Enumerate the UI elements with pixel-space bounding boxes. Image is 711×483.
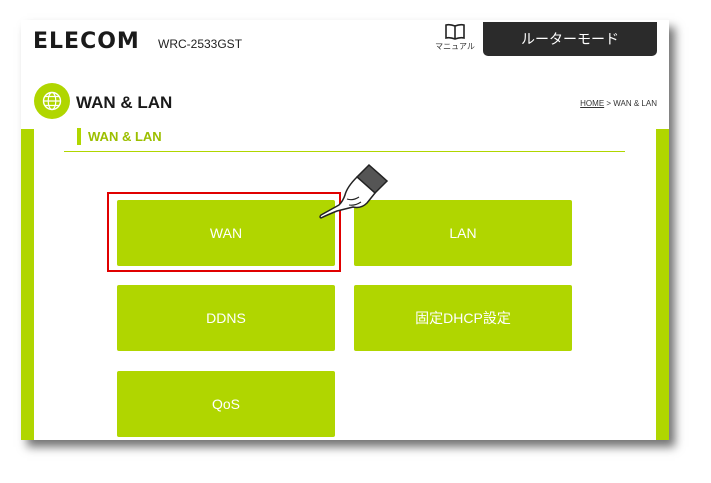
section-title: WAN & LAN <box>77 128 162 145</box>
router-mode-button[interactable]: ルーターモード <box>483 22 657 56</box>
lan-button[interactable]: LAN <box>354 200 572 266</box>
right-accent-bar <box>656 129 669 440</box>
book-icon <box>445 23 465 40</box>
brand-logo: ELECOM <box>33 29 140 54</box>
breadcrumb-home-link[interactable]: HOME <box>580 99 605 108</box>
globe-icon <box>34 83 70 119</box>
left-accent-bar <box>21 129 34 440</box>
breadcrumb-separator: > <box>604 99 614 108</box>
static-dhcp-button[interactable]: 固定DHCP設定 <box>354 285 572 351</box>
header: ELECOM WRC-2533GST マニュアル ルーターモード <box>21 20 669 70</box>
page-header: WAN & LAN HOME > WAN & LAN <box>21 72 669 127</box>
page-title: WAN & LAN <box>76 93 173 112</box>
breadcrumb-current: WAN & LAN <box>613 99 657 108</box>
model-name: WRC-2533GST <box>158 37 243 51</box>
qos-button[interactable]: QoS <box>117 371 335 437</box>
ddns-button[interactable]: DDNS <box>117 285 335 351</box>
breadcrumb: HOME > WAN & LAN <box>580 99 657 108</box>
section-divider <box>64 151 625 152</box>
wan-button[interactable]: WAN <box>117 200 335 266</box>
manual-label: マニュアル <box>435 42 475 51</box>
manual-link[interactable]: マニュアル <box>433 23 477 52</box>
browser-frame: ELECOM WRC-2533GST マニュアル ルーターモード WAN & L… <box>21 20 669 440</box>
